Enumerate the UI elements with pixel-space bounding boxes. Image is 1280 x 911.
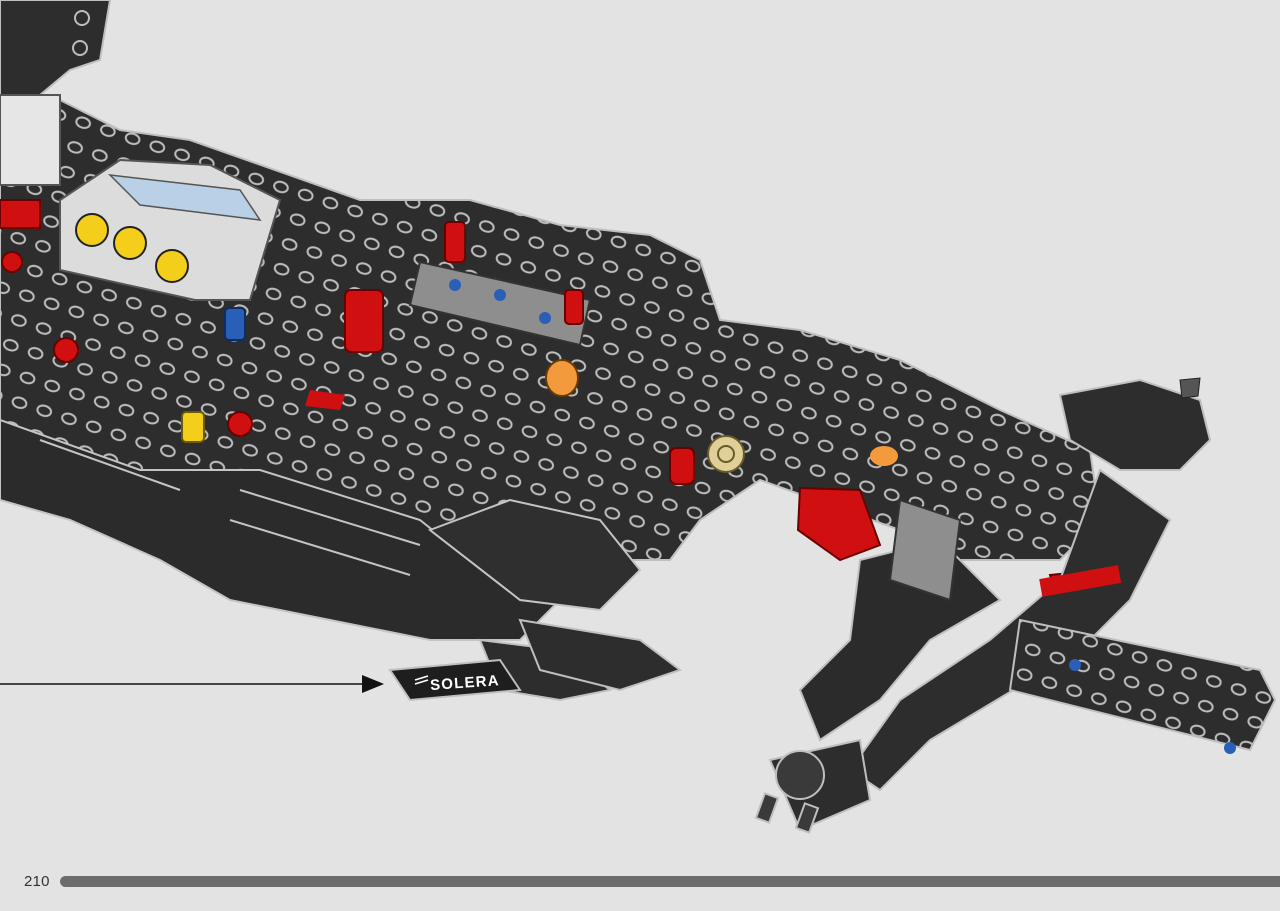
page-number: 210 xyxy=(24,873,50,890)
floor-panels xyxy=(0,418,642,641)
grey-beam xyxy=(408,260,592,347)
tan-gear xyxy=(707,435,745,473)
wheel-hub xyxy=(754,738,872,834)
orange-bushing-2 xyxy=(870,446,898,466)
pointer-arrow-icon xyxy=(0,675,384,693)
engine-block xyxy=(59,158,282,301)
decal-text: SOLERA xyxy=(430,672,501,694)
upper-left-arm xyxy=(0,0,112,112)
progress-bar xyxy=(60,876,1280,887)
solera-logo-icon xyxy=(414,675,429,685)
left-white-block xyxy=(0,94,61,186)
solera-decal: SOLERA xyxy=(388,658,522,702)
blue-pin xyxy=(224,307,246,341)
red-connectors xyxy=(0,199,1107,610)
yellow-connector xyxy=(181,411,205,443)
orange-bushing xyxy=(545,359,579,397)
